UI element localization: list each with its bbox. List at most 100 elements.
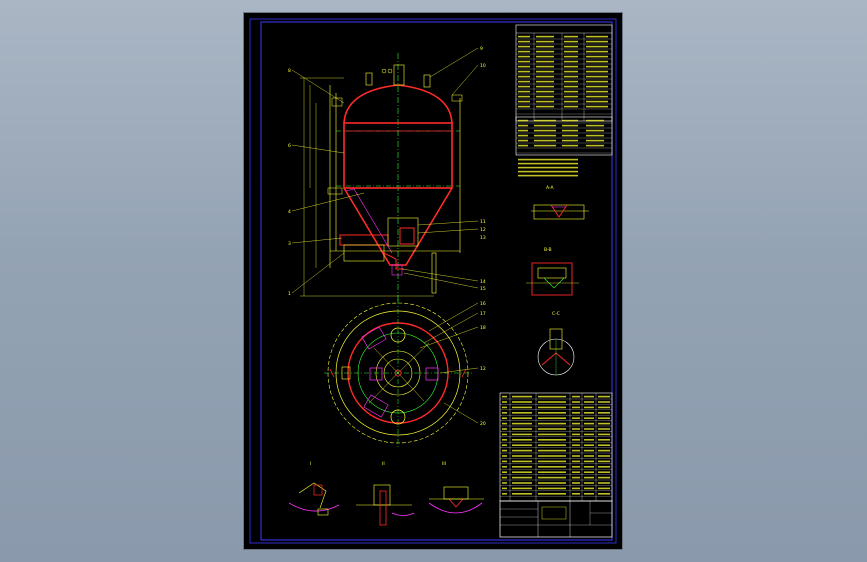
illegible-text-mark xyxy=(584,417,594,419)
illegible-text-mark xyxy=(518,162,578,165)
illegible-text-mark xyxy=(586,100,608,103)
illegible-text-mark xyxy=(584,406,594,409)
illegible-text-mark xyxy=(586,134,604,137)
illegible-text-mark xyxy=(586,119,604,122)
illegible-text-mark xyxy=(518,45,530,48)
illegible-text-mark xyxy=(586,45,608,48)
illegible-text-mark xyxy=(586,95,608,98)
illegible-text-mark xyxy=(586,55,608,58)
illegible-text-mark xyxy=(586,60,608,63)
illegible-text-mark xyxy=(586,105,608,108)
illegible-text-mark xyxy=(584,466,594,468)
illegible-text-mark xyxy=(564,50,578,53)
illegible-text-mark xyxy=(572,460,580,463)
detail-title-aa: A-A xyxy=(546,185,555,191)
illegible-text-mark xyxy=(598,433,610,436)
illegible-text-mark xyxy=(538,460,566,463)
illegible-text-mark xyxy=(512,406,532,409)
illegible-text-mark xyxy=(538,406,566,409)
illegible-text-mark xyxy=(598,444,610,446)
illegible-text-mark xyxy=(598,439,610,441)
illegible-text-mark xyxy=(536,85,554,88)
illegible-text-mark xyxy=(518,166,578,169)
illegible-text-mark xyxy=(564,85,578,88)
illegible-text-mark xyxy=(584,493,594,495)
illegible-text-mark xyxy=(512,433,532,436)
illegible-text-mark xyxy=(502,460,507,463)
illegible-text-mark xyxy=(538,428,566,430)
illegible-text-mark xyxy=(518,124,528,127)
illegible-text-mark xyxy=(572,476,580,479)
illegible-text-mark xyxy=(572,493,580,495)
balloon-15: 15 xyxy=(480,286,486,292)
illegible-text-mark xyxy=(598,406,610,409)
illegible-text-mark xyxy=(586,85,608,88)
support-frame xyxy=(329,85,461,268)
illegible-text-mark xyxy=(518,85,530,88)
balloon-6: 6 xyxy=(288,143,291,149)
illegible-text-mark xyxy=(512,395,532,398)
illegible-text-mark xyxy=(502,476,507,479)
illegible-text-mark xyxy=(536,90,554,93)
illegible-text-mark xyxy=(512,422,532,425)
illegible-text-mark xyxy=(518,100,530,103)
illegible-text-mark xyxy=(518,60,530,63)
illegible-text-mark xyxy=(536,50,554,53)
illegible-text-mark xyxy=(502,466,507,468)
detail-title-bb: B-B xyxy=(544,247,552,253)
illegible-text-mark xyxy=(536,80,554,83)
illegible-text-mark xyxy=(562,124,578,127)
detail-title-2: II xyxy=(382,461,385,467)
illegible-text-mark xyxy=(572,433,580,436)
illegible-text-mark xyxy=(538,493,566,495)
illegible-text-mark xyxy=(502,444,507,446)
illegible-text-mark xyxy=(584,460,594,463)
illegible-text-mark xyxy=(534,129,556,132)
illegible-text-mark xyxy=(518,134,528,137)
illegible-text-mark xyxy=(572,417,580,419)
illegible-text-mark xyxy=(536,105,554,108)
illegible-text-mark xyxy=(584,401,594,403)
illegible-text-mark xyxy=(518,75,530,78)
illegible-text-mark xyxy=(536,70,554,73)
illegible-text-mark xyxy=(562,139,578,142)
illegible-text-mark xyxy=(586,40,608,43)
illegible-text-mark xyxy=(534,134,556,137)
illegible-text-mark xyxy=(518,50,530,53)
illegible-text-mark xyxy=(538,471,566,473)
illegible-text-mark xyxy=(536,40,554,43)
illegible-text-mark xyxy=(598,493,610,495)
illegible-text-mark xyxy=(536,60,554,63)
illegible-text-mark xyxy=(518,174,578,177)
illegible-text-mark xyxy=(584,444,594,446)
plan-view: 16 17 18 12 20 xyxy=(324,299,486,447)
illegible-text-mark xyxy=(502,449,507,452)
illegible-text-mark xyxy=(572,395,580,398)
illegible-text-mark xyxy=(586,144,604,147)
illegible-text-mark xyxy=(584,412,594,414)
sheet-border-inner xyxy=(260,21,613,541)
illegible-text-mark xyxy=(584,395,594,398)
illegible-text-mark xyxy=(518,55,530,58)
top-nozzle-right xyxy=(423,74,431,88)
illegible-text-mark xyxy=(572,412,580,414)
illegible-text-mark xyxy=(564,105,578,108)
illegible-text-mark xyxy=(512,487,532,490)
illegible-text-mark xyxy=(502,493,507,495)
technical-table xyxy=(515,24,613,177)
illegible-text-mark xyxy=(598,417,610,419)
illegible-text-mark xyxy=(518,158,578,161)
sheet-border-outer xyxy=(249,18,617,544)
illegible-text-mark xyxy=(564,75,578,78)
illegible-text-mark xyxy=(538,401,566,403)
illegible-text-mark xyxy=(538,476,566,479)
illegible-text-mark xyxy=(538,487,566,490)
detail-title-3: III xyxy=(442,461,446,467)
balloon-11: 11 xyxy=(480,219,486,225)
illegible-text-mark xyxy=(584,471,594,473)
illegible-text-mark xyxy=(512,412,532,414)
illegible-text-mark xyxy=(564,100,578,103)
balloon-1: 1 xyxy=(288,291,291,297)
illegible-text-mark xyxy=(584,433,594,436)
balloon-14: 14 xyxy=(480,279,486,285)
